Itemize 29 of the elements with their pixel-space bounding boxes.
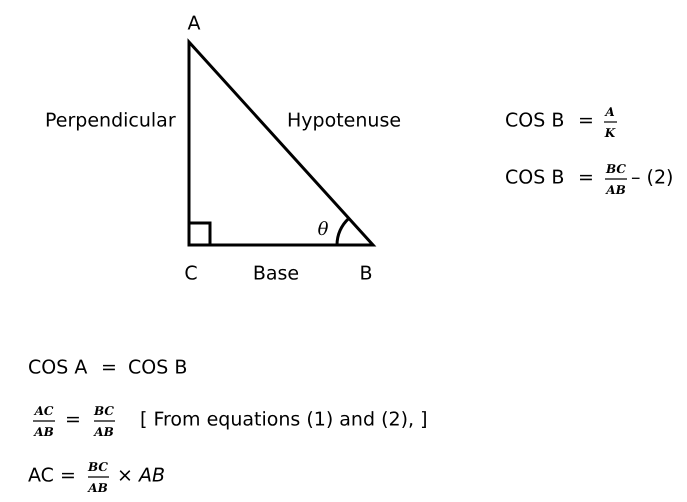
numerator: BC bbox=[94, 405, 114, 417]
denominator: K bbox=[604, 127, 616, 139]
side-label: Hypotenuse bbox=[287, 112, 402, 130]
equals-sign: = bbox=[578, 112, 594, 130]
denominator: AB bbox=[94, 426, 114, 438]
equals-sign: = bbox=[101, 358, 117, 378]
equation-note: [ From equations (1) and (2), ] bbox=[140, 410, 428, 430]
equation-term: COS A bbox=[28, 358, 88, 378]
equation-term: × AB bbox=[117, 466, 166, 486]
denominator: AB bbox=[88, 482, 108, 494]
equals-sign: = bbox=[65, 410, 81, 430]
equals-sign: = bbox=[578, 168, 594, 188]
equation-term: COS B bbox=[128, 358, 188, 378]
denominator: AB bbox=[34, 426, 54, 438]
side-label: Base bbox=[252, 264, 300, 284]
numerator: BC bbox=[606, 163, 626, 175]
equation-term: COS B bbox=[505, 112, 564, 130]
numerator: BC bbox=[88, 461, 108, 473]
side-label: Perpendicular bbox=[45, 112, 176, 130]
vertex-label: A bbox=[188, 14, 200, 34]
vertex-label: C bbox=[184, 264, 198, 284]
denominator: AB bbox=[606, 184, 626, 196]
equation-term: AC = bbox=[28, 466, 76, 486]
equation-number: – (2) bbox=[631, 168, 674, 188]
angle-label: θ bbox=[318, 221, 328, 239]
vertex-label: B bbox=[359, 264, 373, 284]
equation-term: COS B bbox=[505, 168, 564, 188]
numerator: A bbox=[605, 106, 615, 118]
numerator: AC bbox=[34, 405, 54, 417]
